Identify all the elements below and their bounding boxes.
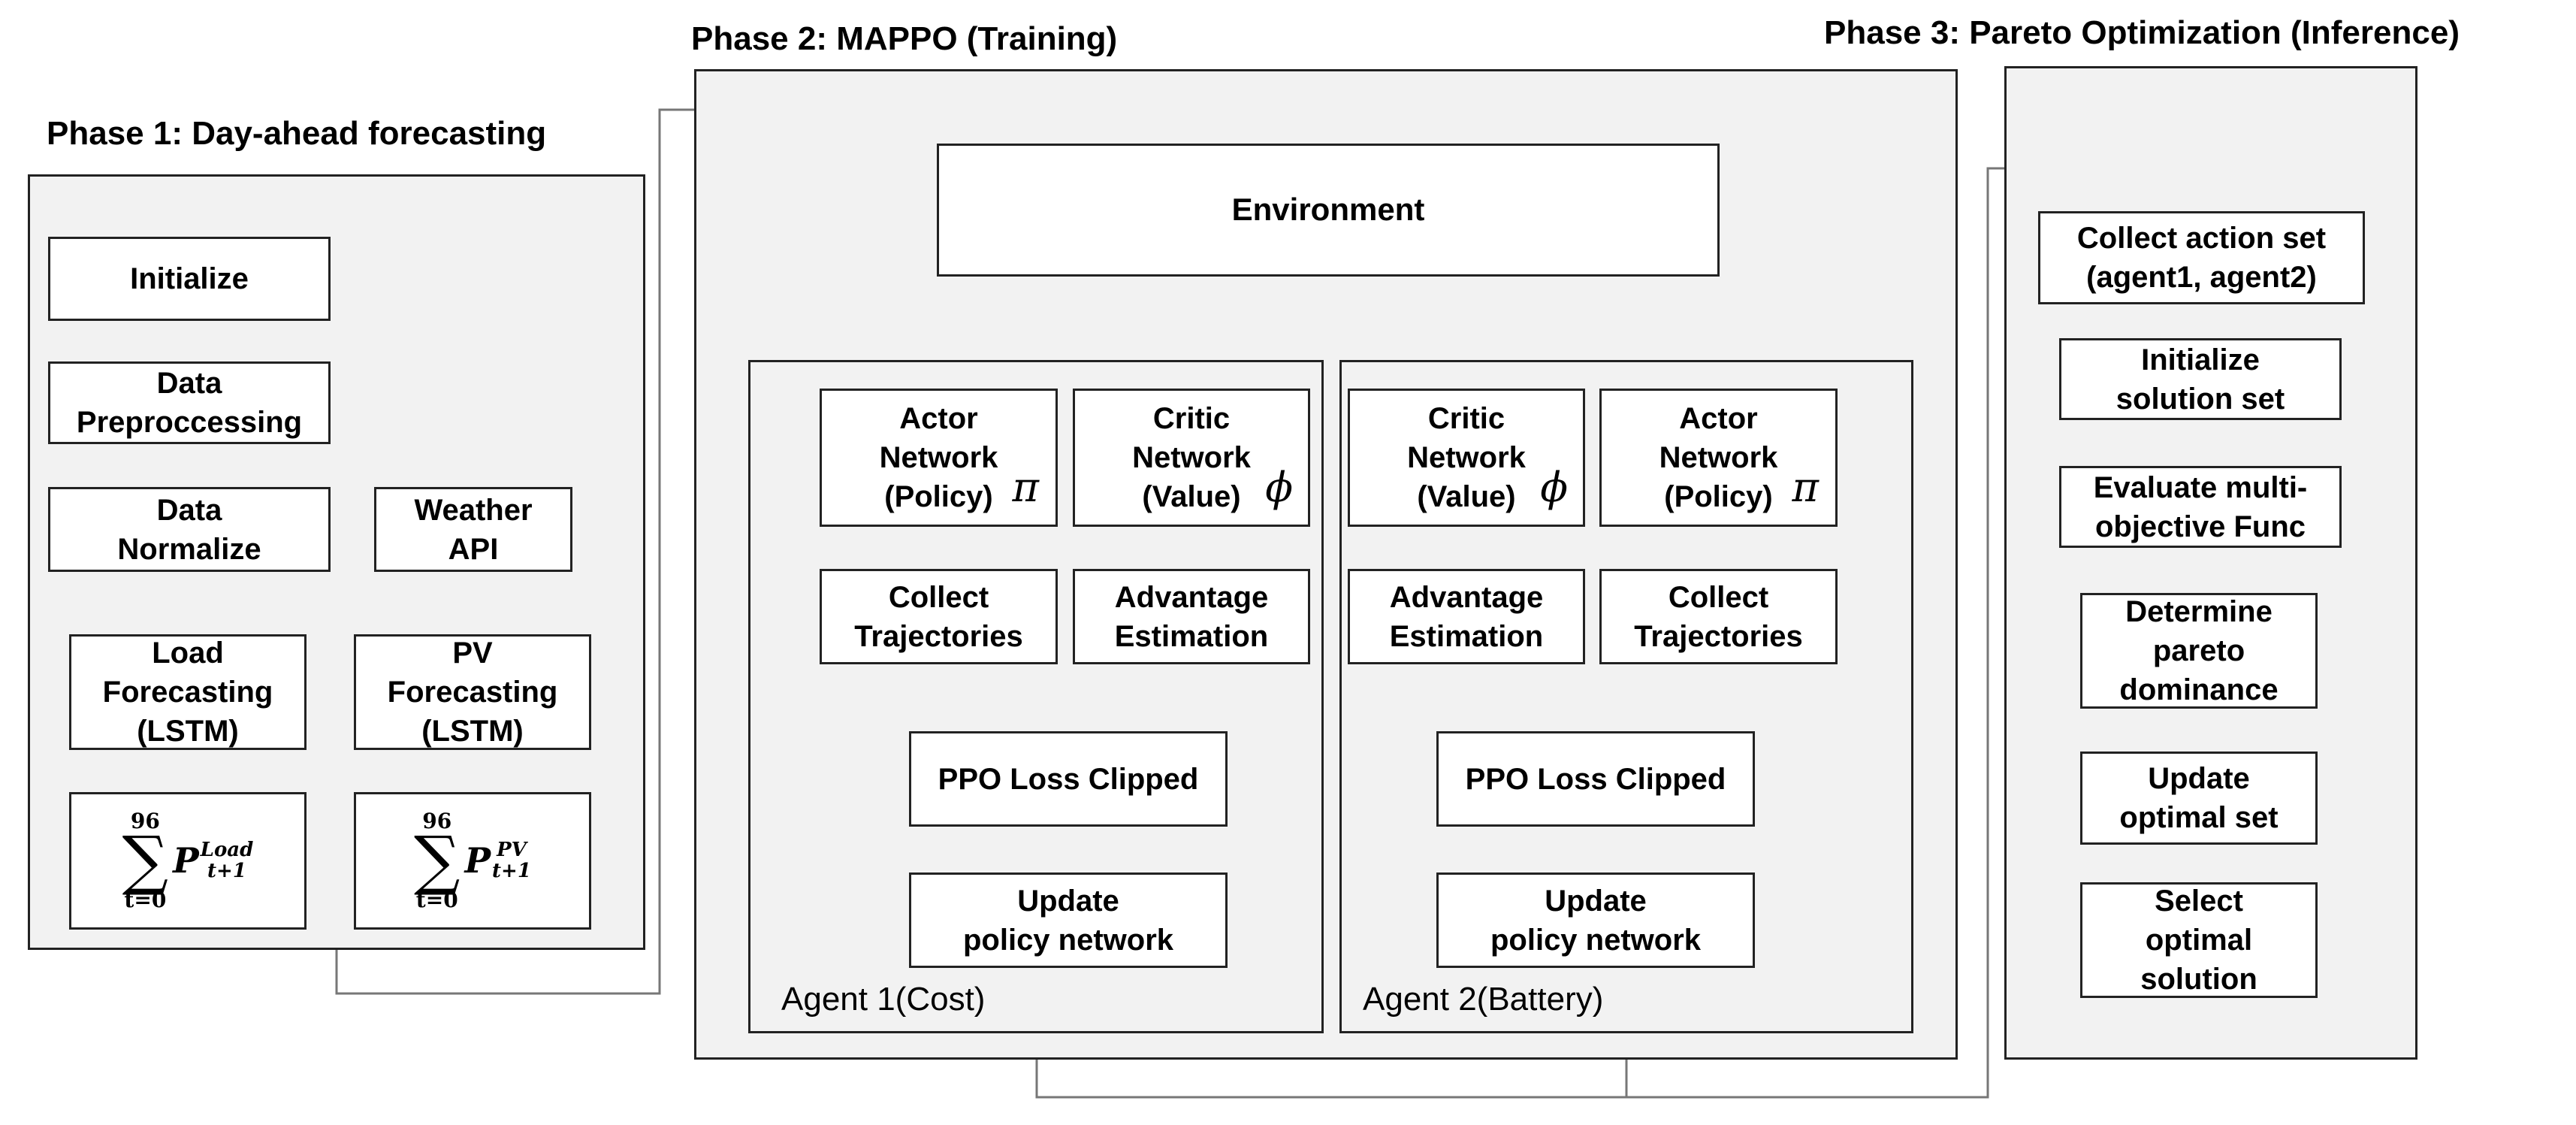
pv-sum-sup: PV — [497, 838, 527, 861]
phi-symbol: ϕ — [1265, 463, 1293, 511]
agent2-update-label: Update policy network — [1490, 884, 1702, 957]
evaluate-objective-label: Evaluate multi- objective Func — [2093, 470, 2308, 543]
initialize-solution-set-box: Initialize solution set — [2059, 338, 2342, 420]
agent1-collect-trajectories-box: Collect Trajectories — [820, 569, 1058, 664]
select-optimal-solution-label: Select optimal solution — [2140, 885, 2257, 996]
evaluate-objective-box: Evaluate multi- objective Func — [2059, 466, 2342, 548]
pi-symbol: π — [1792, 463, 1820, 511]
determine-pareto-box: Determine pareto dominance — [2080, 593, 2318, 709]
agent2-advantage-estimation-box: Advantage Estimation — [1348, 569, 1585, 664]
initialize-solution-set-label: Initialize solution set — [2115, 343, 2285, 416]
agent2-advantage-label: Advantage Estimation — [1389, 580, 1544, 653]
phi-symbol: ϕ — [1540, 463, 1568, 511]
phase3-title: Phase 3: Pareto Optimization (Inference) — [1824, 14, 2460, 51]
agent1-update-label: Update policy network — [962, 884, 1174, 957]
load-sum-sub: t+1 — [207, 860, 246, 883]
load-forecasting-box: Load Forecasting (LSTM) — [69, 634, 307, 750]
load-sum-operator: 96 ∑ t=0 — [122, 808, 169, 913]
agent1-critic-label: Critic Network (Value) — [1132, 402, 1251, 513]
sigma-icon: ∑ — [414, 822, 461, 898]
pv-forecasting-label: PV Forecasting (LSTM) — [387, 637, 558, 748]
weather-api-box: Weather API — [374, 487, 572, 572]
sigma-icon: ∑ — [122, 822, 169, 898]
load-sum-sup: Load — [200, 838, 254, 861]
agent1-update-policy-box: Update policy network — [909, 872, 1228, 968]
pv-sum-p: P — [464, 839, 491, 881]
agent1-collect-label: Collect Trajectories — [854, 580, 1023, 653]
phase1-title: Phase 1: Day-ahead forecasting — [47, 115, 547, 152]
agent2-critic-network-box: Critic Network (Value) ϕ — [1348, 389, 1585, 527]
agent2-collect-label: Collect Trajectories — [1634, 580, 1803, 653]
pv-sum-box: 96 ∑ t=0 P PV t+1 — [354, 792, 591, 930]
agent1-actor-label: Actor Network (Policy) — [879, 402, 998, 513]
pi-symbol: π — [1012, 463, 1040, 511]
initialize-label: Initialize — [130, 262, 249, 295]
load-sum-upper: 96 — [130, 808, 160, 833]
load-sum-lower: t=0 — [124, 888, 167, 913]
agent2-critic-label: Critic Network (Value) — [1407, 402, 1526, 513]
data-normalize-box: Data Normalize — [48, 487, 331, 572]
update-optimal-set-box: Update optimal set — [2080, 752, 2318, 845]
pv-forecasting-box: PV Forecasting (LSTM) — [354, 634, 591, 750]
environment-label: Environment — [1231, 192, 1425, 228]
agent1-advantage-estimation-box: Advantage Estimation — [1073, 569, 1310, 664]
pv-sum-sub: t+1 — [492, 860, 531, 883]
pv-sum-lower: t=0 — [415, 888, 458, 913]
load-sum-box: 96 ∑ t=0 P Load t+1 — [69, 792, 307, 930]
data-preprocessing-box: Data Preproccessing — [48, 361, 331, 444]
phase2-title: Phase 2: MAPPO (Training) — [691, 20, 1118, 57]
pv-sum-upper: 96 — [422, 808, 452, 833]
environment-box: Environment — [937, 144, 1720, 277]
load-sum-term: P Load t+1 — [173, 839, 253, 884]
agent2-collect-trajectories-box: Collect Trajectories — [1599, 569, 1838, 664]
weather-api-label: Weather API — [414, 493, 533, 566]
agent1-ppo-label: PPO Loss Clipped — [938, 762, 1199, 796]
collect-action-set-label: Collect action set (agent1, agent2) — [2076, 222, 2327, 294]
load-forecasting-label: Load Forecasting (LSTM) — [102, 637, 273, 748]
data-normalize-label: Data Normalize — [117, 493, 261, 566]
agent1-ppo-loss-box: PPO Loss Clipped — [909, 731, 1228, 827]
agent2-actor-network-box: Actor Network (Policy) π — [1599, 389, 1838, 527]
collect-action-set-box: Collect action set (agent1, agent2) — [2038, 211, 2365, 304]
pv-sum-operator: 96 ∑ t=0 — [414, 808, 461, 913]
load-sum-p: P — [173, 839, 199, 881]
agent2-ppo-loss-box: PPO Loss Clipped — [1436, 731, 1755, 827]
agent2-actor-label: Actor Network (Policy) — [1659, 402, 1778, 513]
pv-sum-term: P PV t+1 — [464, 839, 530, 884]
agent1-advantage-label: Advantage Estimation — [1114, 580, 1269, 653]
agent1-actor-network-box: Actor Network (Policy) π — [820, 389, 1058, 527]
select-optimal-solution-box: Select optimal solution — [2080, 882, 2318, 998]
determine-pareto-label: Determine pareto dominance — [2119, 595, 2279, 706]
initialize-box: Initialize — [48, 237, 331, 321]
update-optimal-set-label: Update optimal set — [2119, 762, 2279, 834]
agent2-label: Agent 2(Battery) — [1363, 981, 1604, 1018]
agent2-update-policy-box: Update policy network — [1436, 872, 1755, 968]
data-preprocessing-label: Data Preproccessing — [76, 367, 303, 439]
agent1-label: Agent 1(Cost) — [781, 981, 986, 1018]
agent1-critic-network-box: Critic Network (Value) ϕ — [1073, 389, 1310, 527]
agent2-ppo-label: PPO Loss Clipped — [1465, 762, 1726, 796]
